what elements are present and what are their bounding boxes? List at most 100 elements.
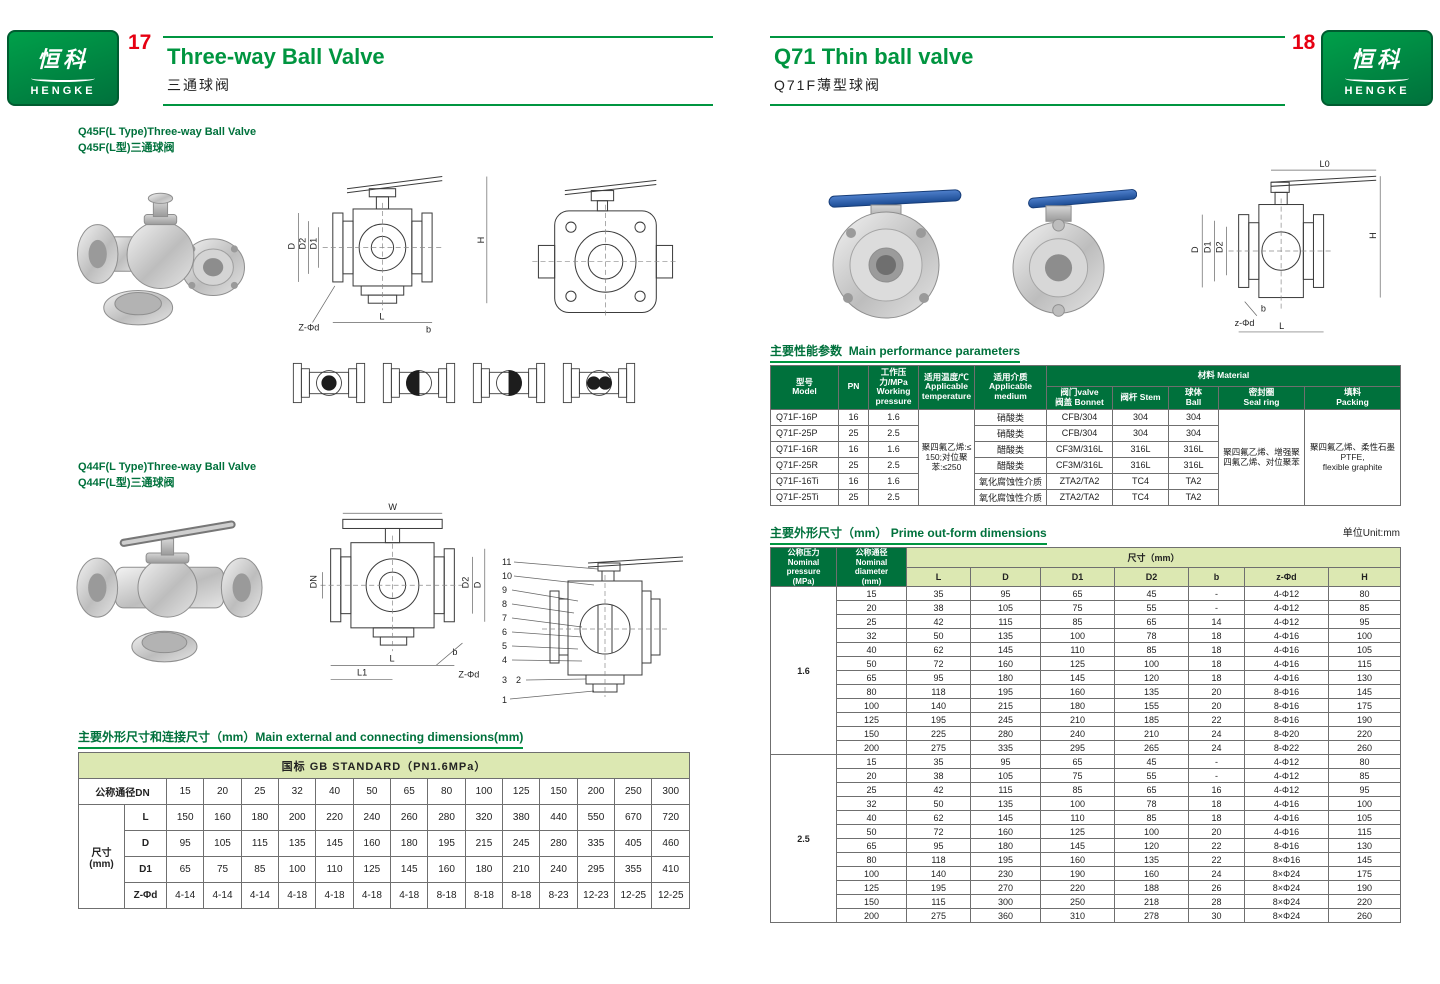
table-cell: 25 xyxy=(836,782,907,798)
table-cell: 8-23 xyxy=(539,882,578,909)
table-cell: 24 xyxy=(1188,740,1245,756)
table-cell: 190 xyxy=(1327,712,1402,728)
q44f-front-drawing: W DN L L1 b Z-Φd D2 D xyxy=(308,502,486,680)
table-cell: 80 xyxy=(427,778,466,805)
table-cell: 16 xyxy=(838,408,869,426)
table-cell: 280 xyxy=(539,830,578,857)
table-cell: 335 xyxy=(576,830,616,857)
hengke-logo: 恒科 HENGKE xyxy=(1321,30,1433,106)
table-cell: 95 xyxy=(970,754,1041,770)
callout-5: 5 xyxy=(502,641,507,651)
table-cell: CFB/304 xyxy=(1046,408,1113,426)
table-cell: 300 xyxy=(651,778,690,805)
row-label: L xyxy=(124,804,167,831)
table-cell: 24 xyxy=(1188,866,1245,882)
table-cell: 115 xyxy=(906,894,971,910)
dims-table-title-text: 主要外形尺寸和连接尺寸（mm）Main external and connect… xyxy=(78,728,524,749)
table-cell: 105 xyxy=(970,768,1041,784)
table-cell: ZTA2/TA2 xyxy=(1046,488,1113,506)
table-cell: 2.5 xyxy=(868,456,919,474)
table-cell: 4-Φ16 xyxy=(1244,656,1329,672)
section-title-zh: Q44F(L型)三通球阀 xyxy=(78,476,175,489)
table-cell: 180 xyxy=(970,670,1041,686)
page-left: 恒科 HENGKE 17 Three-way Ball Valve 三通球阀 Q… xyxy=(7,30,713,909)
table-cell: 85 xyxy=(1114,642,1189,658)
table-cell: 26 xyxy=(1188,880,1245,896)
table-cell: 118 xyxy=(906,852,971,868)
table-row: 公称压力 Nominal pressure (MPa) 公称通径 Nominal… xyxy=(770,546,1402,588)
dim-label-H: H xyxy=(476,237,486,244)
page-subtitle: Q71F薄型球阀 xyxy=(774,77,882,94)
table-cell: 95 xyxy=(970,586,1041,602)
table-cell: 135 xyxy=(1114,852,1189,868)
table-cell: 12-25 xyxy=(614,882,653,909)
section-title-q44f: Q44F(L Type)Three-way Ball Valve Q44F(L型… xyxy=(78,460,256,492)
merged-seal-cell: 聚四氟乙烯、增强聚四氟乙烯、对位聚苯 xyxy=(1218,408,1305,506)
col-header-pressure: 工作压力/MPa Working pressure xyxy=(868,365,919,410)
table-cell: 20 xyxy=(1188,824,1245,840)
table-cell: 16 xyxy=(838,472,869,490)
table-cell: 65 xyxy=(836,838,907,854)
gb-standard-band: 国标 GB STANDARD（PN1.6MPa） xyxy=(78,752,690,779)
table-cell: 45 xyxy=(1114,754,1189,770)
col-header-b: b xyxy=(1188,566,1245,588)
table-cell: 8-18 xyxy=(427,882,466,909)
table-cell: 100 xyxy=(278,856,317,883)
table-cell: - xyxy=(1188,768,1245,784)
dim-label-D1: D1 xyxy=(309,238,319,250)
table-cell: 醋酸类 xyxy=(974,456,1047,474)
q44f-valve-photo xyxy=(76,520,263,663)
table-cell: 190 xyxy=(1040,866,1115,882)
table-cell: 125 xyxy=(352,856,392,883)
page-number: 17 xyxy=(128,31,152,54)
table-cell: 78 xyxy=(1114,796,1189,812)
table-cell: 4-Φ12 xyxy=(1244,754,1329,770)
table-cell: 145 xyxy=(390,856,429,883)
col-header-D1: D1 xyxy=(1040,566,1115,588)
pressure-group-cell: 2.5 xyxy=(770,754,837,924)
dim-label-zd: z-Φd xyxy=(1235,318,1255,328)
table-cell: 氧化腐蚀性介质 xyxy=(974,472,1047,490)
callout-9: 9 xyxy=(502,585,507,595)
table-cell: 125 xyxy=(1040,824,1115,840)
table-cell: 140 xyxy=(906,866,971,882)
table-cell: 50 xyxy=(906,628,971,644)
table-row: 国标 GB STANDARD（PN1.6MPa） xyxy=(78,752,690,779)
table-cell: 150 xyxy=(836,894,907,910)
table-cell: 145 xyxy=(315,830,354,857)
table-cell: 185 xyxy=(1114,712,1189,728)
table-cell: 95 xyxy=(1327,782,1402,798)
table-cell: 2.5 xyxy=(868,424,919,442)
table-cell: 100 xyxy=(1040,796,1115,812)
table-cell: 50 xyxy=(836,824,907,840)
table-cell: 100 xyxy=(464,778,504,805)
table-cell: 95 xyxy=(906,838,971,854)
table-cell: 40 xyxy=(836,810,907,826)
dim-label-L: L xyxy=(389,653,394,663)
table-cell: 4-18 xyxy=(390,882,429,909)
table-cell: 250 xyxy=(1040,894,1115,910)
port-diagram-1 xyxy=(292,362,366,404)
table-cell: TC4 xyxy=(1112,488,1169,506)
table-cell: 180 xyxy=(464,856,504,883)
table-cell: 275 xyxy=(906,908,971,924)
table-cell: 38 xyxy=(906,600,971,616)
table-cell: 105 xyxy=(970,600,1041,616)
table-cell: 720 xyxy=(651,804,690,831)
table-cell: 15 xyxy=(836,754,907,770)
table-cell: 110 xyxy=(1040,642,1115,658)
table-cell: 175 xyxy=(1327,866,1402,882)
table-cell: 125 xyxy=(502,778,541,805)
q71-wafer-valve-photo xyxy=(1012,189,1137,317)
table-cell: 220 xyxy=(315,804,354,831)
table-cell: 55 xyxy=(1114,600,1189,616)
table-cell: 105 xyxy=(203,830,242,857)
table-cell: 160 xyxy=(1114,866,1189,882)
table-cell: 40 xyxy=(836,642,907,658)
dim-label-Zd: Z-Φd xyxy=(298,323,319,333)
